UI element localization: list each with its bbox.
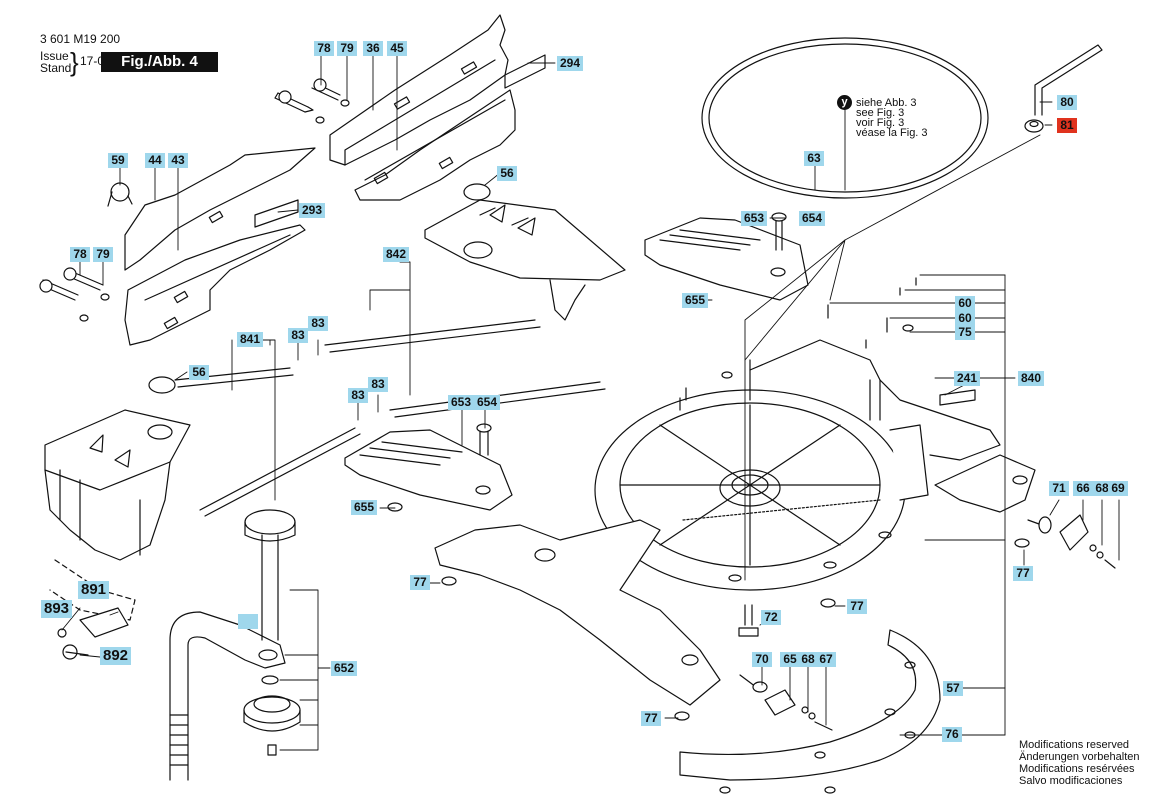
part-tag: 69 bbox=[1108, 481, 1128, 496]
part-tag: 77 bbox=[410, 575, 430, 590]
part-tag: 83 bbox=[308, 316, 328, 331]
part-tag: 842 bbox=[383, 247, 410, 262]
blank-tag bbox=[238, 614, 258, 629]
reference-line-2: see Fig. 3 bbox=[856, 107, 905, 119]
rear-fence-left bbox=[124, 147, 316, 346]
hold-down-clamp bbox=[169, 509, 301, 781]
strip-241 bbox=[939, 389, 976, 406]
knob-59 bbox=[107, 182, 133, 207]
screws-top bbox=[274, 78, 350, 124]
reference-line-4: véase la Fig. 3 bbox=[856, 127, 928, 139]
part-tag: 655 bbox=[682, 293, 709, 308]
figure-label: Fig./Abb. 4 bbox=[101, 52, 218, 72]
front-lock-70-65 bbox=[739, 674, 833, 731]
part-tag: 36 bbox=[363, 41, 383, 56]
part-tag: 293 bbox=[299, 203, 326, 218]
clamp-strip-294 bbox=[504, 54, 546, 89]
part-tag: 80 bbox=[1057, 95, 1077, 110]
extension-support-left bbox=[44, 376, 191, 621]
insert-lower bbox=[344, 423, 513, 511]
part-tag: 60 bbox=[955, 296, 975, 311]
part-tag: 44 bbox=[145, 153, 165, 168]
part-tag: 56 bbox=[497, 166, 517, 181]
part-tag: 76 bbox=[942, 727, 962, 742]
reference-symbol: y bbox=[837, 95, 852, 110]
part-tag: 67 bbox=[816, 652, 836, 667]
modifications-note: Modifications reserved Änderungen vorbeh… bbox=[1019, 739, 1139, 787]
part-tag: 57 bbox=[943, 681, 963, 696]
lock-arm-right bbox=[934, 454, 1116, 569]
part-tag: 841 bbox=[237, 332, 264, 347]
part-tag: 840 bbox=[1018, 371, 1045, 386]
part-tag: 655 bbox=[351, 500, 378, 515]
part-tag: 78 bbox=[70, 247, 90, 262]
modifications-line: Modifications resérvées bbox=[1019, 763, 1135, 775]
part-tag: 70 bbox=[752, 652, 772, 667]
part-tag: 77 bbox=[847, 599, 867, 614]
part-tag-highlight: 81 bbox=[1057, 118, 1077, 133]
modifications-line: Modifications reserved bbox=[1019, 739, 1130, 751]
reference-line-1: siehe Abb. 3 bbox=[856, 97, 917, 109]
part-tag: 77 bbox=[1013, 566, 1033, 581]
part-tag: 653 bbox=[448, 395, 475, 410]
part-tag: 56 bbox=[189, 365, 209, 380]
part-tag: 72 bbox=[761, 610, 781, 625]
part-tag: 75 bbox=[955, 325, 975, 340]
part-tag: 652 bbox=[331, 661, 358, 676]
modifications-line: Änderungen vorbehalten bbox=[1019, 751, 1140, 763]
issue-label: Issue bbox=[40, 49, 69, 63]
part-tag: 66 bbox=[1073, 481, 1093, 496]
part-tag: 83 bbox=[368, 377, 388, 392]
part-tag: 79 bbox=[337, 41, 357, 56]
modifications-line: Salvo modificaciones bbox=[1019, 775, 1123, 787]
rear-fence-right bbox=[329, 14, 516, 201]
part-tag: 79 bbox=[93, 247, 113, 262]
part-tag: 892 bbox=[100, 647, 132, 665]
part-tag: 893 bbox=[41, 600, 73, 618]
clamp-891-893-892 bbox=[57, 607, 129, 660]
part-tag: 653 bbox=[741, 211, 768, 226]
part-tag: 63 bbox=[804, 151, 824, 166]
part-tag: 78 bbox=[314, 41, 334, 56]
part-tag: 68 bbox=[798, 652, 818, 667]
part-tag: 654 bbox=[799, 211, 826, 226]
part-tag: 83 bbox=[348, 388, 368, 403]
leader-lines bbox=[61, 54, 1120, 751]
stand-label: Stand bbox=[40, 61, 72, 75]
arc-scale-57 bbox=[679, 629, 941, 794]
rods-841 bbox=[174, 367, 361, 517]
part-tag: 241 bbox=[954, 371, 981, 386]
doc-number: 3 601 M19 200 bbox=[40, 32, 121, 46]
part-tag: 43 bbox=[168, 153, 188, 168]
part-tag: 60 bbox=[955, 311, 975, 326]
part-tag: 294 bbox=[557, 56, 584, 71]
part-tag: 83 bbox=[288, 328, 308, 343]
turntable bbox=[594, 389, 929, 591]
issue-brace: } bbox=[70, 47, 79, 77]
part-tag: 71 bbox=[1049, 481, 1069, 496]
insert-upper bbox=[644, 212, 809, 301]
extension-support-right bbox=[424, 183, 626, 321]
screws-left bbox=[39, 267, 110, 322]
part-tag: 77 bbox=[641, 711, 661, 726]
part-tag: 45 bbox=[387, 41, 407, 56]
part-tag: 654 bbox=[474, 395, 501, 410]
reference-line-3: voir Fig. 3 bbox=[856, 117, 905, 129]
part-tag: 59 bbox=[108, 153, 128, 168]
part-tag: 68 bbox=[1092, 481, 1112, 496]
hex-key-80 bbox=[1024, 44, 1103, 133]
part-tag: 65 bbox=[780, 652, 800, 667]
strip-293 bbox=[254, 199, 299, 228]
base-frame bbox=[434, 339, 1001, 706]
drive-ring-63 bbox=[701, 37, 989, 199]
part-tag: 891 bbox=[78, 581, 110, 599]
